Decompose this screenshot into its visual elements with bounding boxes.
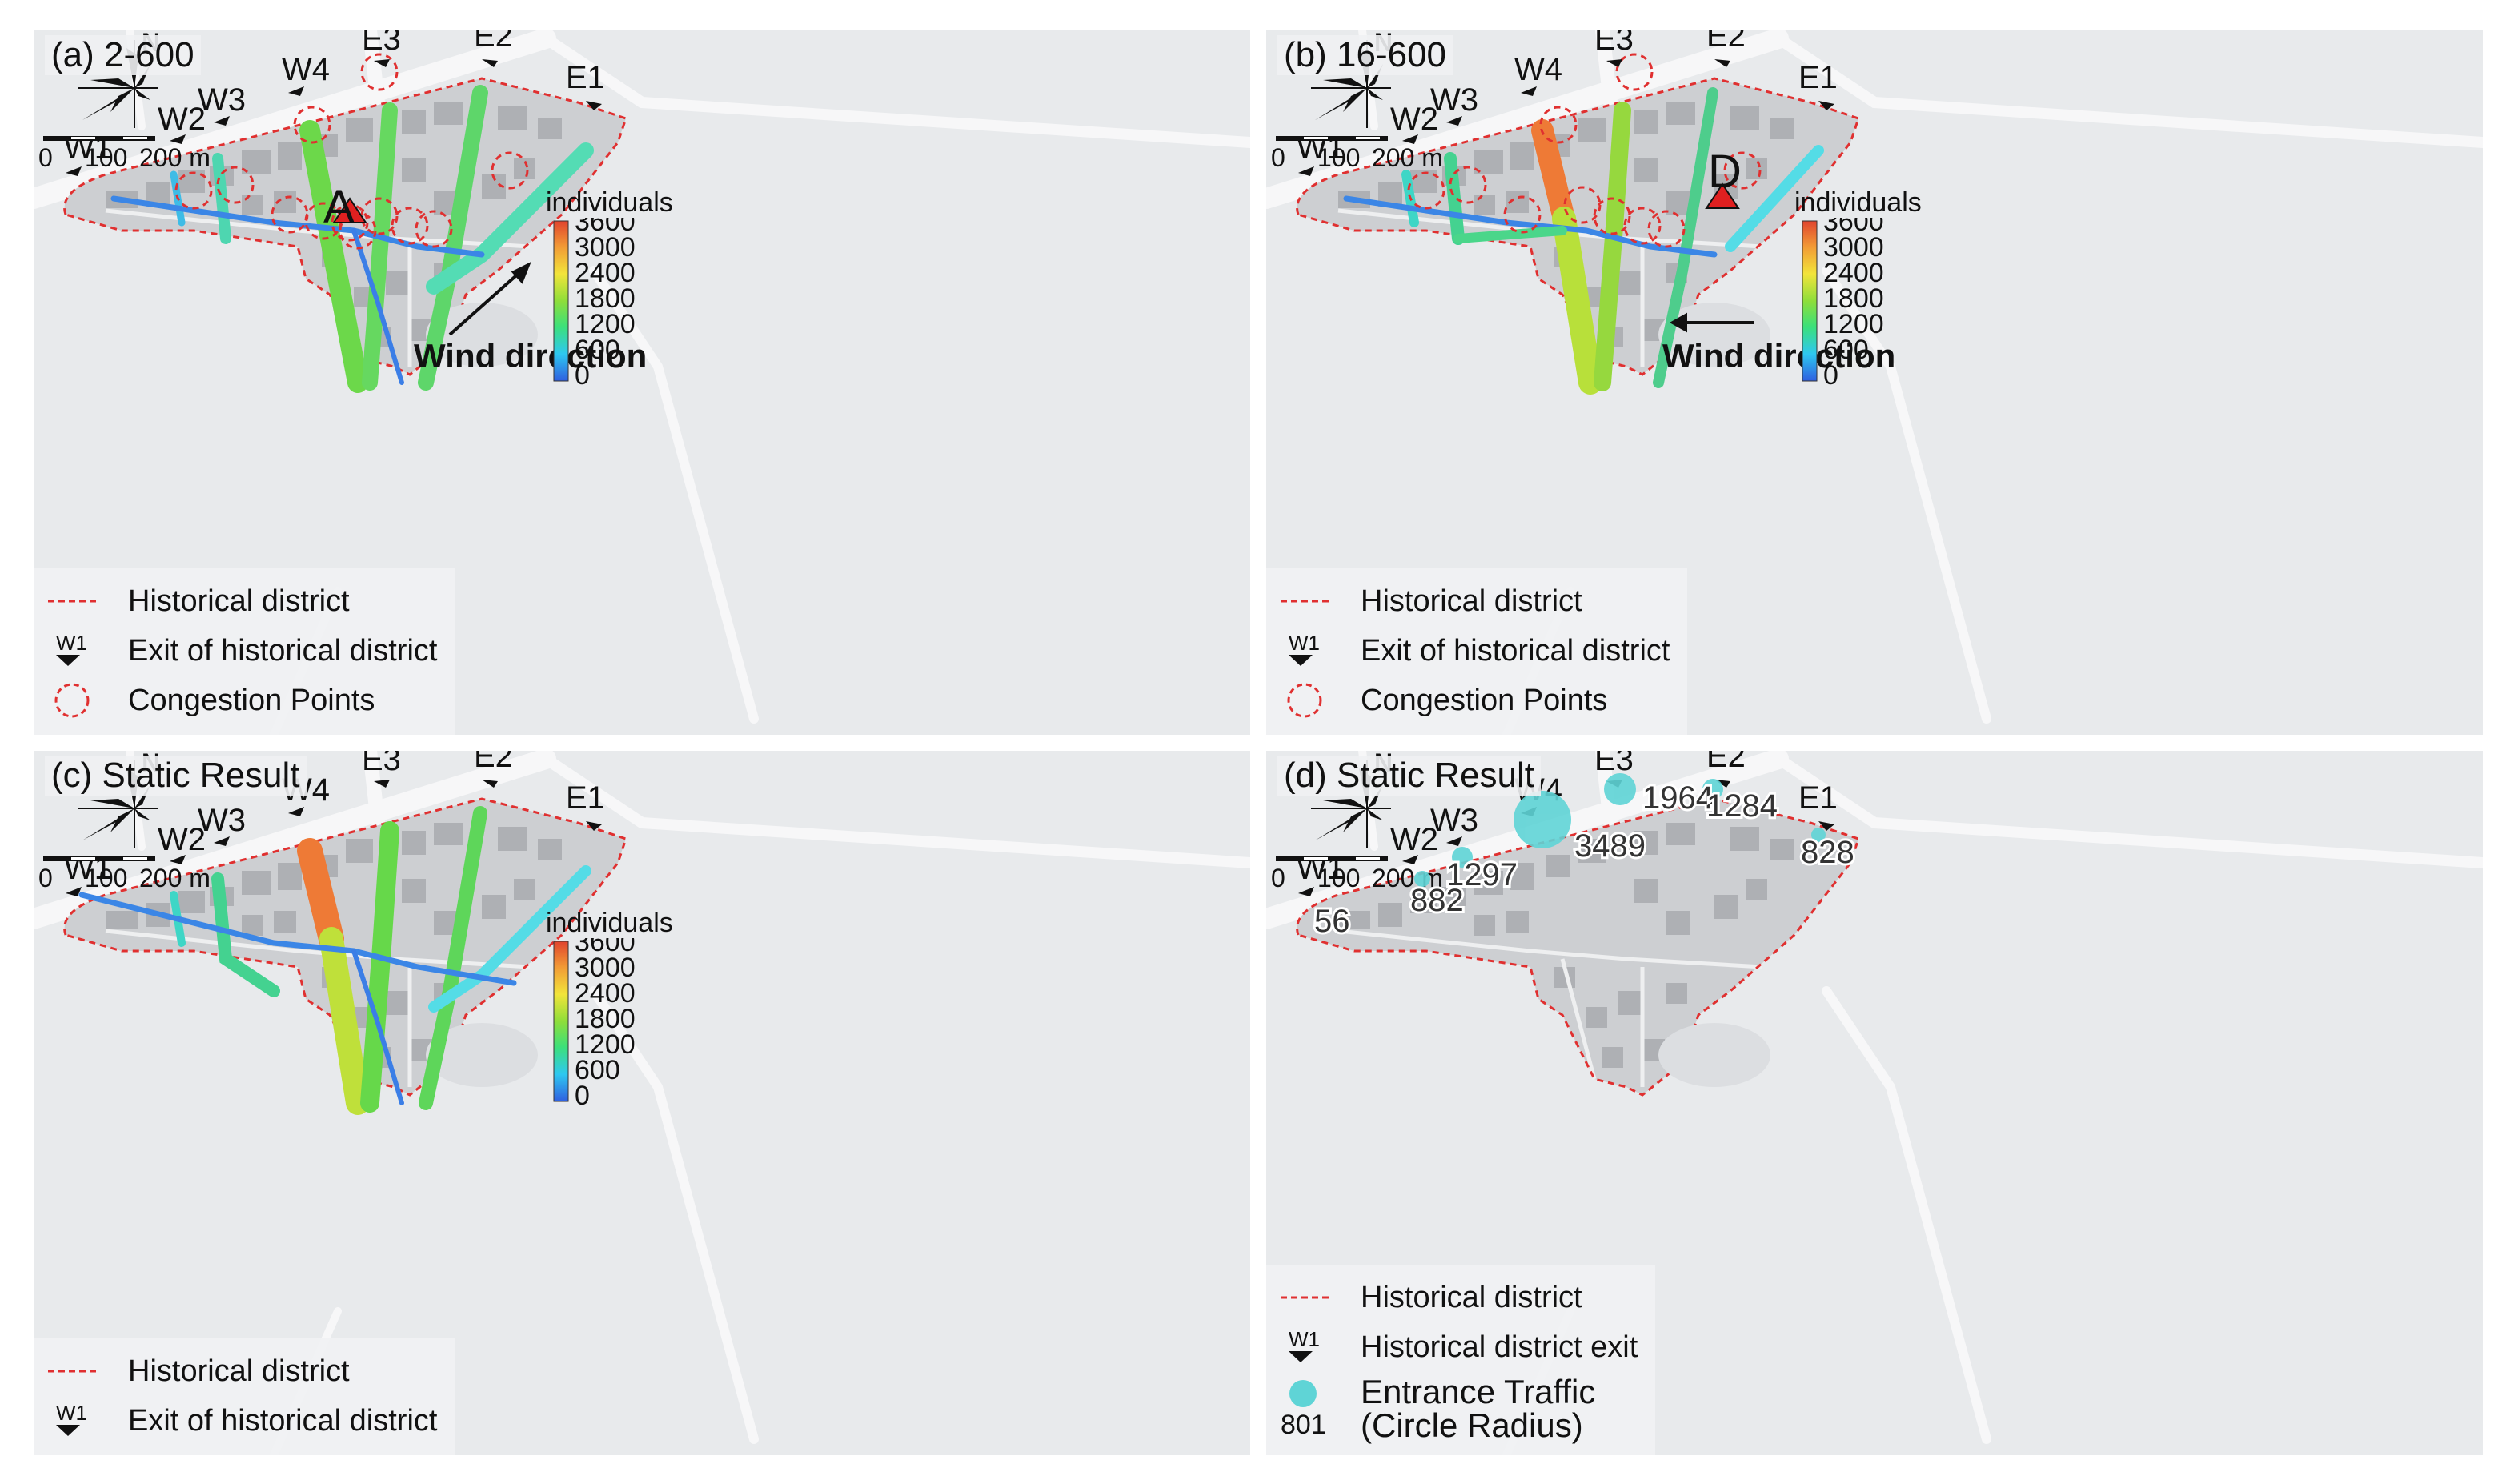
flow-w4 (299, 120, 368, 393)
svg-text:W1: W1 (56, 631, 87, 655)
circle-w2 (1414, 871, 1430, 887)
flow-main (1343, 195, 1718, 258)
marker-triangle (1705, 182, 1740, 209)
flow-w3 (1444, 152, 1465, 245)
flow-w4-upper (297, 838, 344, 952)
flow-branch (1453, 226, 1567, 243)
circle-e1 (1811, 828, 1826, 842)
flow-lines (110, 85, 594, 393)
panel-title: (c) Static Result (45, 756, 307, 796)
congestion-points (174, 53, 529, 250)
legend-item-boundary: Historical district (1281, 584, 1582, 618)
flow-e3 (1594, 102, 1631, 391)
traffic-w1: 56 (1314, 904, 1350, 939)
flow-e3 (362, 102, 398, 391)
traffic-w2: 882 (1410, 883, 1464, 918)
panel-d: 56 882 1297 3489 1964 1284 828 (d) Stati… (1266, 751, 2483, 1455)
flow-e3 (360, 821, 399, 1113)
entrance-circles (1414, 773, 1826, 887)
circle-e3 (1604, 773, 1636, 805)
panel-title: (a) 2-600 (45, 35, 201, 75)
marker-letter: D (1708, 146, 1742, 198)
traffic-e2: 1284 (1706, 788, 1778, 824)
map-canvas: D (1266, 30, 2483, 735)
svg-text:W1: W1 (1289, 631, 1320, 655)
flow-lines (78, 806, 591, 1115)
traffic-e3: 1964 (1642, 780, 1714, 816)
flow-w4-lower (319, 927, 370, 1115)
flow-e2 (1653, 87, 1718, 388)
marker-letter: A (323, 181, 355, 233)
map-canvas (34, 751, 1250, 1455)
colorbar (553, 218, 636, 391)
panel-title: (d) Static Result (1277, 756, 1541, 796)
legend-item-boundary: Historical district (48, 584, 350, 618)
colorbar (553, 938, 636, 1111)
flow-lines (1343, 87, 1824, 395)
flow-e1 (1725, 145, 1824, 252)
legend-item-boundary: Historical district (48, 1354, 350, 1388)
legend-item-congestion: Congestion Points (1281, 676, 1670, 725)
congestion-points (1407, 53, 1762, 248)
colorbar (1802, 218, 1885, 391)
flow-w4-upper (1531, 119, 1575, 230)
colorbar-title: individuals (1794, 187, 1922, 218)
traffic-w3: 1297 (1446, 857, 1518, 892)
panel-title: (b) 16-600 (1277, 35, 1453, 75)
legend-item-boundary: Historical district (1281, 1280, 1582, 1314)
map-canvas: 56 882 1297 3489 1964 1284 828 (1266, 751, 2483, 1455)
legend-item-entrance-traffic: 801 Entrance Traffic (Circle Radius) (1281, 1373, 1596, 1444)
flow-south (351, 949, 404, 1105)
map-canvas: A (34, 30, 1250, 735)
circle-w3 (1452, 847, 1473, 868)
panel-a: A (a) 2-600 Wind direction individuals H… (34, 30, 1250, 735)
colorbar-title: individuals (546, 908, 673, 938)
flow-south (351, 228, 404, 385)
panel-b: D (b) 16-600 Wind direction individuals … (1266, 30, 2483, 735)
flow-w3 (211, 872, 280, 997)
panel-c: (c) Static Result individuals Historical… (34, 751, 1250, 1455)
wind-arrow (448, 261, 531, 336)
traffic-e1: 828 (1801, 835, 1854, 870)
circle-e2 (1702, 779, 1723, 800)
svg-text:W1: W1 (56, 1401, 87, 1425)
legend-sample-value: 801 (1281, 1409, 1326, 1440)
traffic-w4: 3489 (1574, 828, 1646, 864)
circle-w4 (1514, 791, 1571, 848)
flow-w4-lower (1552, 207, 1602, 395)
wind-arrow (1669, 312, 1754, 333)
flow-w3 (212, 153, 231, 244)
colorbar-title: individuals (546, 187, 673, 218)
marker-triangle (332, 197, 367, 223)
svg-text:W1: W1 (1289, 1327, 1320, 1351)
legend-item-congestion: Congestion Points (48, 676, 437, 725)
